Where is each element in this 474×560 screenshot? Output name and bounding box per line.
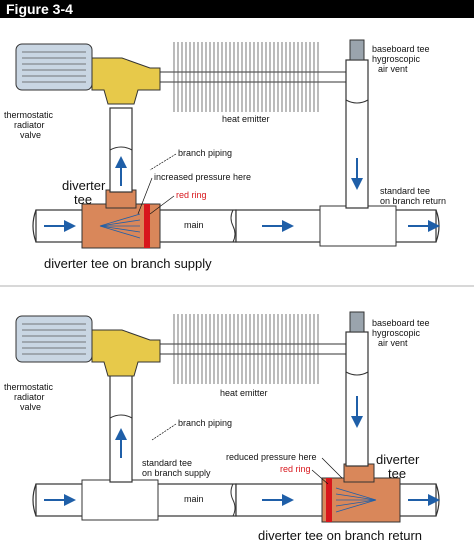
label-baseboard-tee: baseboard tee xyxy=(372,44,430,54)
label-valve: valve xyxy=(20,402,41,412)
top-red-ring xyxy=(144,204,150,248)
label-valve: valve xyxy=(20,130,41,140)
top-air-vent-icon xyxy=(349,39,365,61)
label-on-branch-supply: on branch supply xyxy=(142,468,211,478)
top-return-riser xyxy=(345,59,369,209)
label-branch-piping: branch piping xyxy=(178,148,232,158)
label-hygroscopic: hygroscopic xyxy=(372,54,421,64)
title-bar xyxy=(0,0,474,18)
top-standard-tee xyxy=(319,205,397,247)
label-heat-emitter: heat emitter xyxy=(220,388,268,398)
label-standard-tee: standard tee xyxy=(142,458,192,468)
label-increased-pressure: increased pressure here xyxy=(154,172,251,182)
figure-title: Figure 3-4 xyxy=(6,1,73,17)
label-branch-piping: branch piping xyxy=(178,418,232,428)
label-red-ring: red ring xyxy=(176,190,207,200)
caption-bottom: diverter tee on branch return xyxy=(258,528,422,543)
label-air-vent: air vent xyxy=(378,64,408,74)
top-panel: baseboard tee hygroscopic air vent therm… xyxy=(4,39,446,271)
top-valve-body xyxy=(91,57,161,105)
label-tee: tee xyxy=(74,192,92,207)
bottom-standard-tee xyxy=(81,479,159,521)
top-thermostatic-head xyxy=(15,43,93,91)
label-heat-emitter: heat emitter xyxy=(222,114,270,124)
label-red-ring: red ring xyxy=(280,464,311,474)
label-main: main xyxy=(184,494,204,504)
bottom-panel: baseboard tee hygroscopic air vent therm… xyxy=(4,311,440,543)
label-radiator: radiator xyxy=(14,120,45,130)
bottom-valve-body xyxy=(91,329,161,377)
label-on-branch-return: on branch return xyxy=(380,196,446,206)
label-main: main xyxy=(184,220,204,230)
label-hygroscopic: hygroscopic xyxy=(372,328,421,338)
label-air-vent: air vent xyxy=(378,338,408,348)
top-heat-emitter-fins xyxy=(172,42,320,112)
caption-top: diverter tee on branch supply xyxy=(44,256,212,271)
label-reduced-pressure: reduced pressure here xyxy=(226,452,317,462)
label-diverter: diverter xyxy=(62,178,106,193)
bottom-heat-emitter-fins xyxy=(172,314,320,384)
label-thermostatic: thermostatic xyxy=(4,110,54,120)
label-thermostatic: thermostatic xyxy=(4,382,54,392)
bottom-air-vent-icon xyxy=(349,311,365,333)
label-radiator: radiator xyxy=(14,392,45,402)
label-standard-tee: standard tee xyxy=(380,186,430,196)
bottom-red-ring xyxy=(326,478,332,522)
bottom-thermostatic-head xyxy=(15,315,93,363)
label-baseboard-tee: baseboard tee xyxy=(372,318,430,328)
bottom-branch-supply-pipe xyxy=(109,373,133,483)
label-tee: tee xyxy=(388,466,406,481)
label-diverter: diverter xyxy=(376,452,420,467)
